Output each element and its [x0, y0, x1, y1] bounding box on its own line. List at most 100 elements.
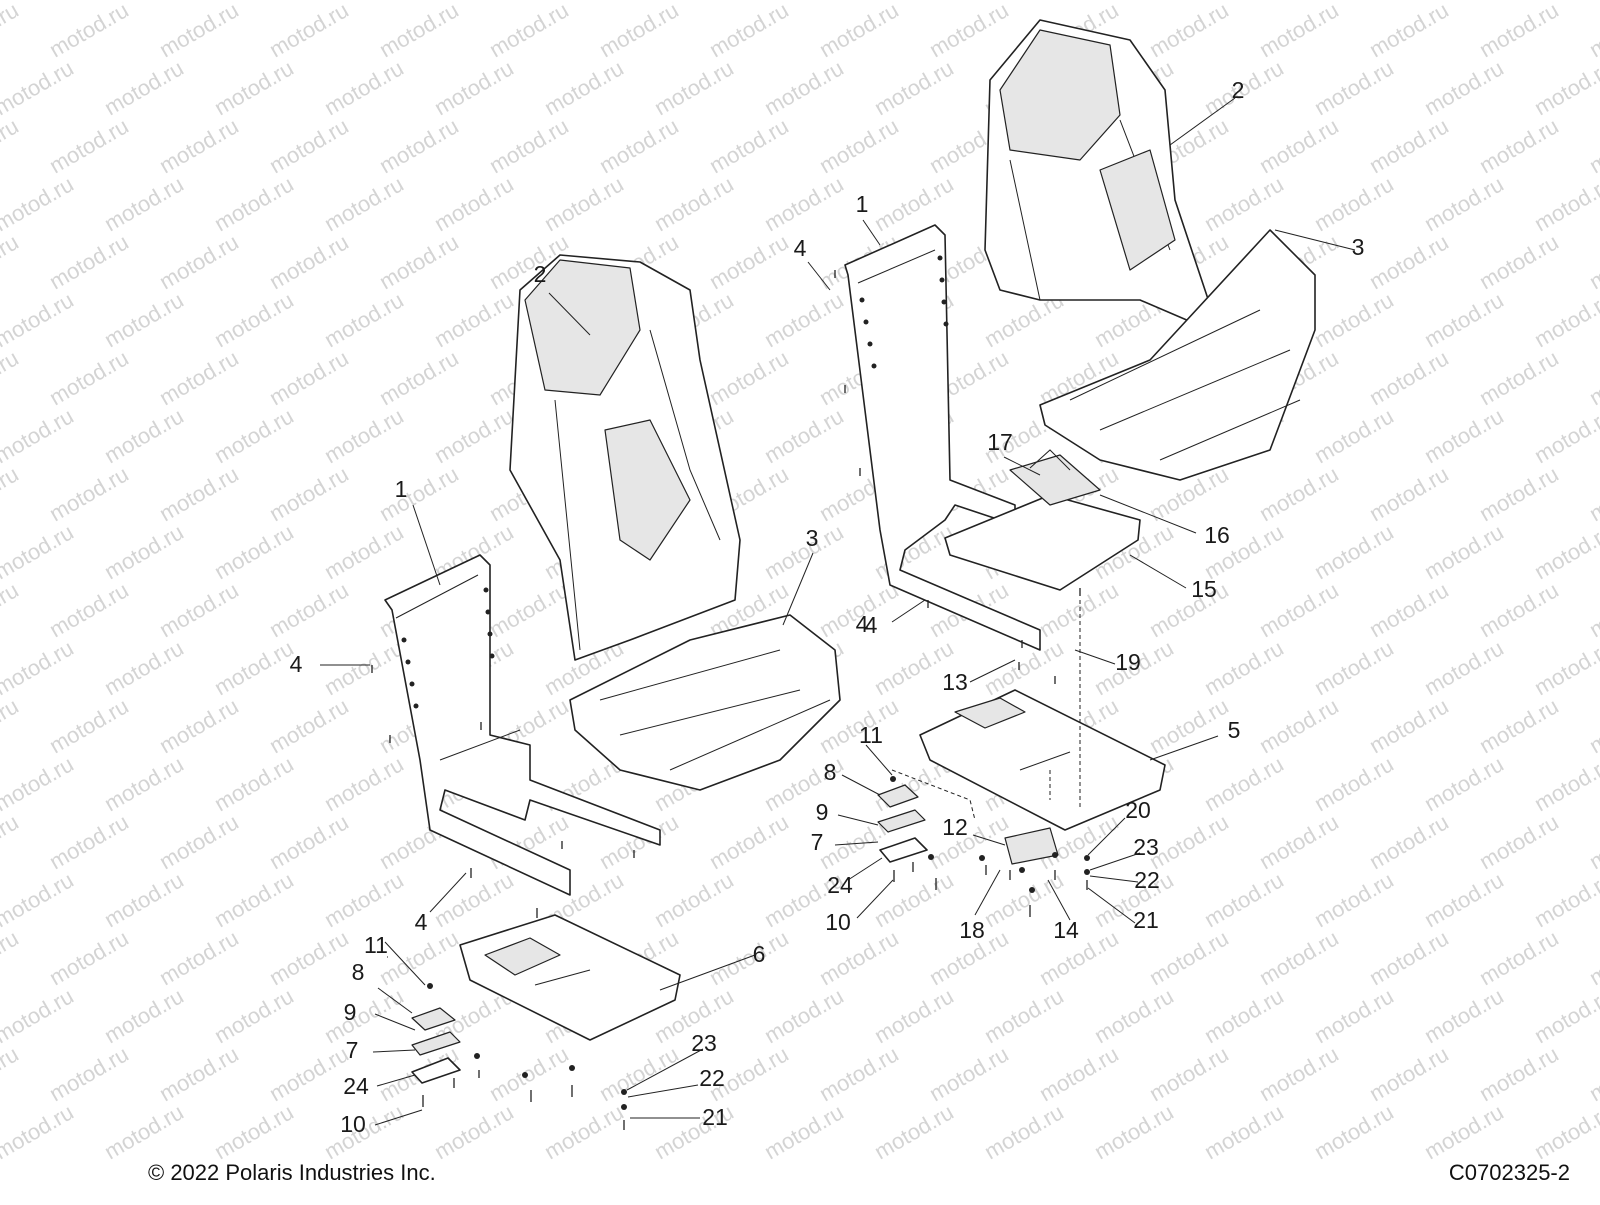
- right-seat-base: [919, 689, 1166, 831]
- watermark-text: motod.ru: [1310, 287, 1398, 352]
- watermark-text: motod.ru: [1530, 635, 1600, 700]
- callout-18: 18: [959, 917, 985, 943]
- watermark-text: motod.ru: [100, 1099, 188, 1164]
- callout-5: 5: [1228, 717, 1241, 743]
- callout-1: 1: [395, 476, 408, 502]
- callout-14: 14: [1053, 917, 1079, 943]
- watermark-text: motod.ru: [1365, 577, 1453, 642]
- watermark-text: motod.ru: [45, 229, 133, 294]
- watermark-text: motod.ru: [595, 113, 683, 178]
- watermark-text: motod.ru: [430, 867, 518, 932]
- callout-4: 4: [856, 611, 869, 637]
- watermark-text: motod.ru: [155, 693, 243, 758]
- callout-8: 8: [824, 759, 837, 785]
- watermark-text: motod.ru: [210, 519, 298, 584]
- watermark-text: motod.ru: [485, 1041, 573, 1106]
- watermark-text: motod.ru: [265, 1041, 353, 1106]
- callout-23: 23: [691, 1030, 717, 1056]
- watermark-text: motod.ru: [1585, 461, 1600, 526]
- watermark-text: motod.ru: [100, 635, 188, 700]
- callout-16: 16: [1204, 522, 1230, 548]
- watermark-text: motod.ru: [1090, 1099, 1178, 1164]
- watermark-text: motod.ru: [0, 635, 78, 700]
- watermark-text: motod.ru: [1530, 55, 1600, 120]
- watermark-text: motod.ru: [980, 635, 1068, 700]
- watermark-text: motod.ru: [1475, 577, 1563, 642]
- watermark-text: motod.ru: [0, 577, 23, 642]
- watermark-text: motod.ru: [980, 983, 1068, 1048]
- watermark-text: motod.ru: [760, 1099, 848, 1164]
- callout-13: 13: [942, 669, 968, 695]
- watermark-text: motod.ru: [1420, 635, 1508, 700]
- watermark-text: motod.ru: [320, 635, 408, 700]
- watermark-text: motod.ru: [1420, 403, 1508, 468]
- callout-7: 7: [811, 829, 824, 855]
- watermark-text: motod.ru: [210, 867, 298, 932]
- callout-layer: 2143441189724106232221231417161541913511…: [290, 77, 1365, 1137]
- watermark-text: motod.ru: [100, 171, 188, 236]
- watermark-text: motod.ru: [265, 0, 353, 62]
- callout-4: 4: [290, 651, 303, 677]
- callout-21: 21: [1133, 907, 1159, 933]
- watermark-text: motod.ru: [210, 171, 298, 236]
- left-seat-back: [509, 254, 741, 661]
- watermark-text: motod.ru: [265, 693, 353, 758]
- watermark-text: motod.ru: [0, 345, 23, 410]
- watermark-text: motod.ru: [0, 983, 78, 1048]
- watermark-text: motod.ru: [1365, 1041, 1453, 1106]
- callout-6: 6: [753, 941, 766, 967]
- watermark-text: motod.ru: [430, 287, 518, 352]
- watermark-text: motod.ru: [1365, 229, 1453, 294]
- watermark-text: motod.ru: [1310, 983, 1398, 1048]
- watermark-text: motod.ru: [430, 171, 518, 236]
- right-seat-frame: [844, 224, 1041, 651]
- callout-24: 24: [343, 1073, 369, 1099]
- callout-3: 3: [806, 525, 819, 551]
- watermark-text: motod.ru: [1310, 171, 1398, 236]
- callout-22: 22: [699, 1065, 725, 1091]
- watermark-text: motod.ru: [1255, 577, 1343, 642]
- watermark-text: motod.ru: [100, 403, 188, 468]
- watermark-text: motod.ru: [155, 461, 243, 526]
- watermark-text: motod.ru: [320, 867, 408, 932]
- callout-22: 22: [1134, 867, 1160, 893]
- watermark-text: motod.ru: [320, 287, 408, 352]
- watermark-text: motod.ru: [870, 171, 958, 236]
- watermark-text: motod.ru: [760, 171, 848, 236]
- watermark-text: motod.ru: [100, 519, 188, 584]
- watermark-text: motod.ru: [1530, 867, 1600, 932]
- watermark-text: motod.ru: [1255, 0, 1343, 62]
- watermark-text: motod.ru: [1200, 171, 1288, 236]
- watermark-text: motod.ru: [1530, 519, 1600, 584]
- callout-11: 11: [859, 722, 883, 748]
- watermark-text: motod.ru: [0, 0, 23, 62]
- watermark-text: motod.ru: [1530, 171, 1600, 236]
- watermark-text: motod.ru: [540, 55, 628, 120]
- watermark-text: motod.ru: [705, 345, 793, 410]
- left-bracket-stack: [411, 1007, 461, 1084]
- watermark-text: motod.ru: [320, 983, 408, 1048]
- watermark-text: motod.ru: [45, 461, 133, 526]
- watermark-text: motod.ru: [1420, 867, 1508, 932]
- watermark-text: motod.ru: [320, 55, 408, 120]
- callout-4: 4: [865, 612, 878, 638]
- watermark-text: motod.ru: [1530, 287, 1600, 352]
- watermark-text: motod.ru: [870, 867, 958, 932]
- watermark-text: motod.ru: [320, 171, 408, 236]
- watermark-text: motod.ru: [1200, 751, 1288, 816]
- watermark-text: motod.ru: [1145, 0, 1233, 62]
- right-seat-cushion: [1039, 229, 1316, 481]
- watermark-text: motod.ru: [650, 867, 738, 932]
- watermark-text: motod.ru: [1145, 693, 1233, 758]
- watermark-text: motod.ru: [320, 519, 408, 584]
- watermark-text: motod.ru: [210, 403, 298, 468]
- watermark-text: motod.ru: [1530, 751, 1600, 816]
- watermark-text: motod.ru: [375, 0, 463, 62]
- watermark-text: motod.ru: [1365, 113, 1453, 178]
- watermark-text: motod.ru: [45, 345, 133, 410]
- watermark-text: motod.ru: [155, 925, 243, 990]
- right-seat-back: [984, 19, 1216, 331]
- watermark-text: motod.ru: [485, 0, 573, 62]
- watermark-text: motod.ru: [100, 55, 188, 120]
